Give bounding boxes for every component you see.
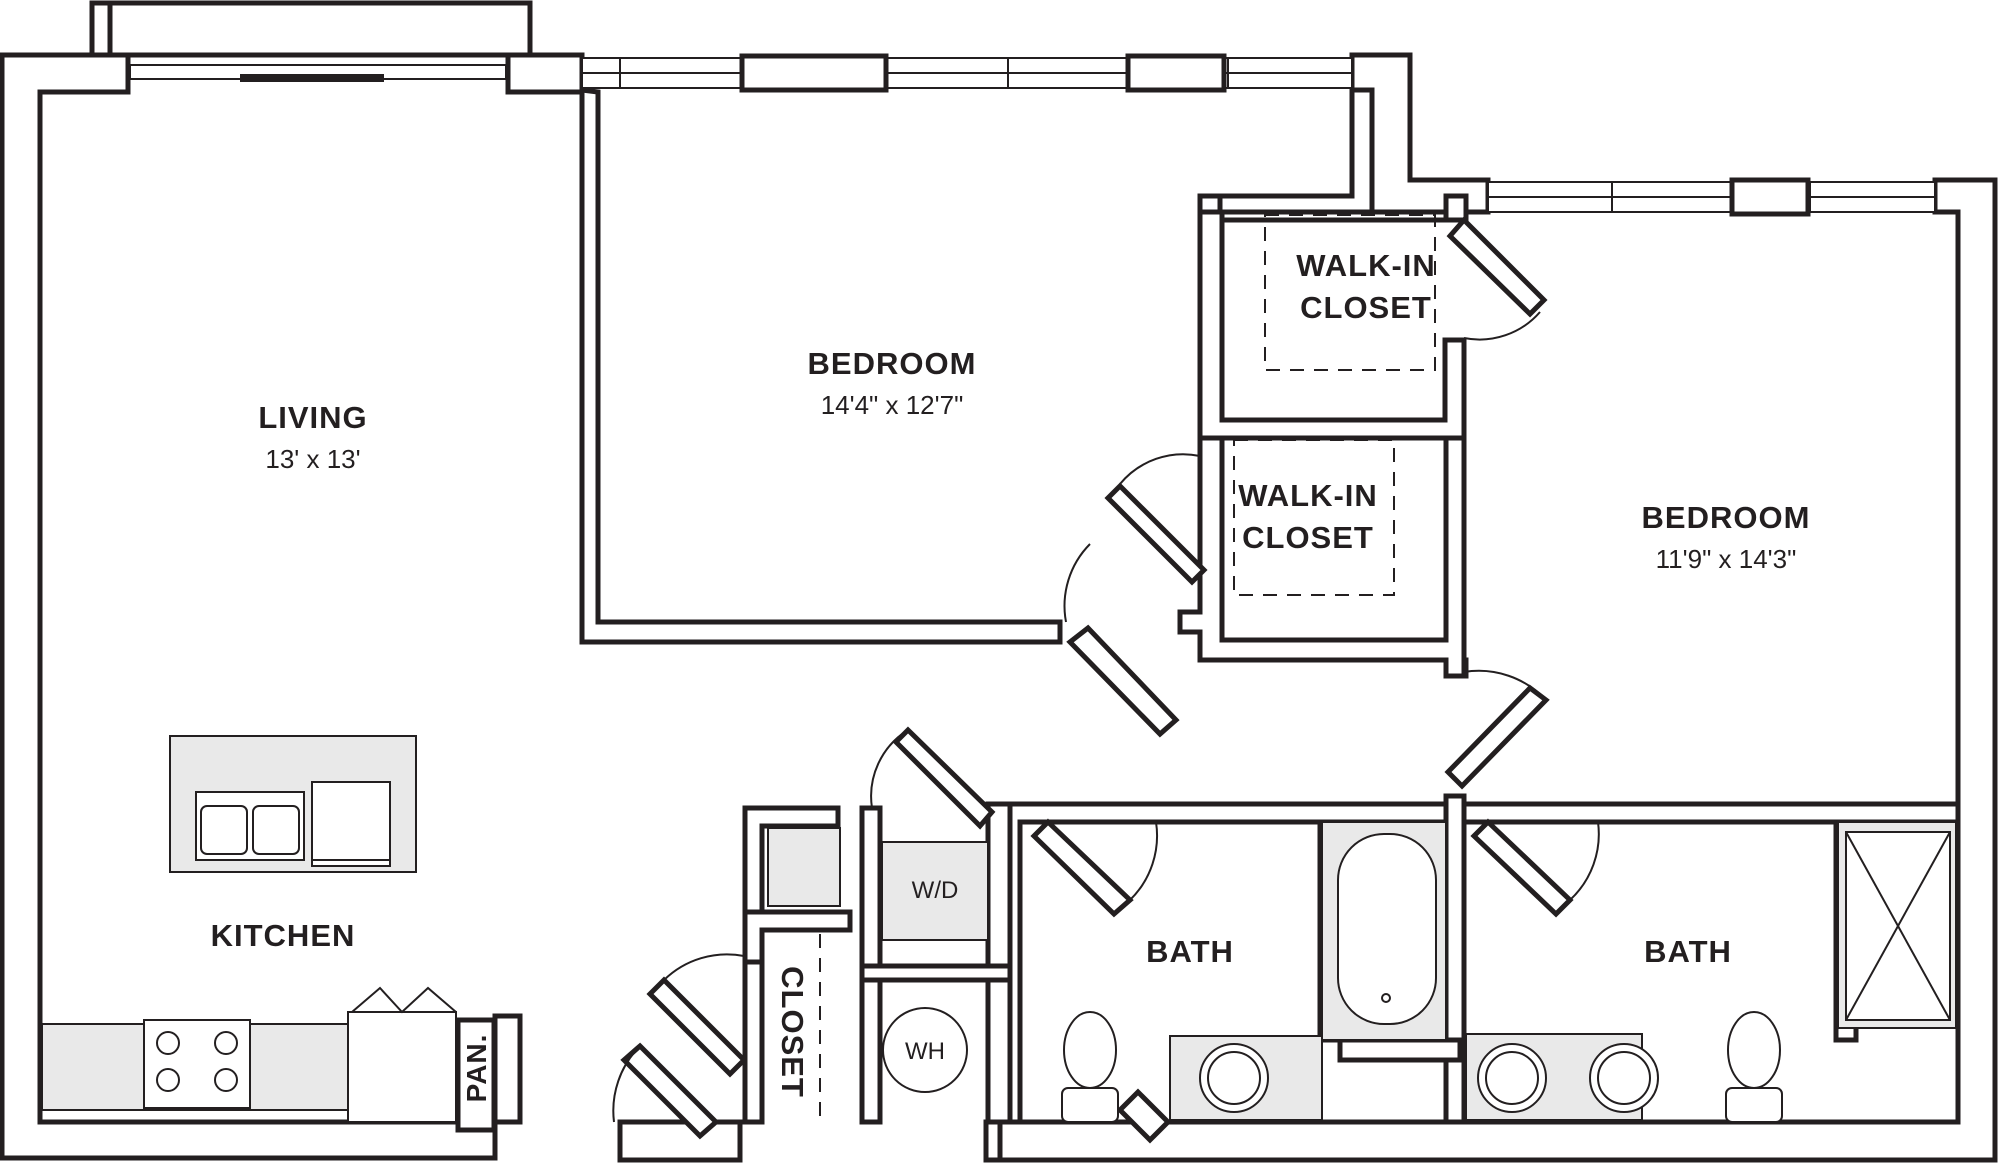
bedroom-1-dims: 14'4" x 12'7" bbox=[821, 390, 964, 420]
bath-1-label: BATH bbox=[1146, 934, 1234, 969]
toilet-icon bbox=[1727, 1011, 1781, 1089]
bedroom-1-walls bbox=[579, 87, 1375, 645]
closet-walls bbox=[1177, 193, 1469, 679]
bath-2-fixtures bbox=[1465, 821, 1957, 1123]
walkin-closet-2-line2: CLOSET bbox=[1242, 520, 1374, 555]
kitchen-fixtures bbox=[41, 735, 497, 1133]
walkin-closet-2-line1: WALK-IN bbox=[1238, 478, 1378, 513]
dishwasher bbox=[311, 781, 391, 867]
living-dims: 13' x 13' bbox=[265, 444, 360, 474]
living-label: LIVING bbox=[258, 400, 367, 435]
bathtub bbox=[1337, 833, 1437, 1025]
closet-label: CLOSET bbox=[775, 966, 810, 1098]
bedroom-2-dims: 11'9" x 14'3" bbox=[1656, 544, 1797, 574]
kitchen-label: KITCHEN bbox=[211, 918, 356, 953]
washer-dryer bbox=[881, 841, 989, 941]
bath-1-fixtures bbox=[1061, 821, 1447, 1123]
walkin-closet-1-line1: WALK-IN bbox=[1296, 248, 1436, 283]
toilet-icon bbox=[1063, 1011, 1117, 1089]
doors bbox=[612, 216, 1600, 1144]
water-heater-label: WH bbox=[905, 1038, 945, 1065]
washer-dryer-label: W/D bbox=[912, 877, 959, 904]
bedroom-1-label: BEDROOM bbox=[808, 346, 977, 381]
water-heater bbox=[882, 1007, 968, 1093]
walkin-closet-1-line2: CLOSET bbox=[1300, 290, 1432, 325]
bath-2-label: BATH bbox=[1644, 934, 1732, 969]
refrigerator bbox=[347, 1011, 457, 1123]
utility-fixtures bbox=[767, 827, 989, 1118]
bedroom-2-label: BEDROOM bbox=[1642, 500, 1811, 535]
pantry-label: PAN. bbox=[461, 1034, 492, 1103]
windows bbox=[129, 53, 1936, 217]
cooktop bbox=[143, 1019, 251, 1109]
room-labels: LIVING 13' x 13' BEDROOM 14'4" x 12'7" B… bbox=[211, 248, 1811, 1103]
